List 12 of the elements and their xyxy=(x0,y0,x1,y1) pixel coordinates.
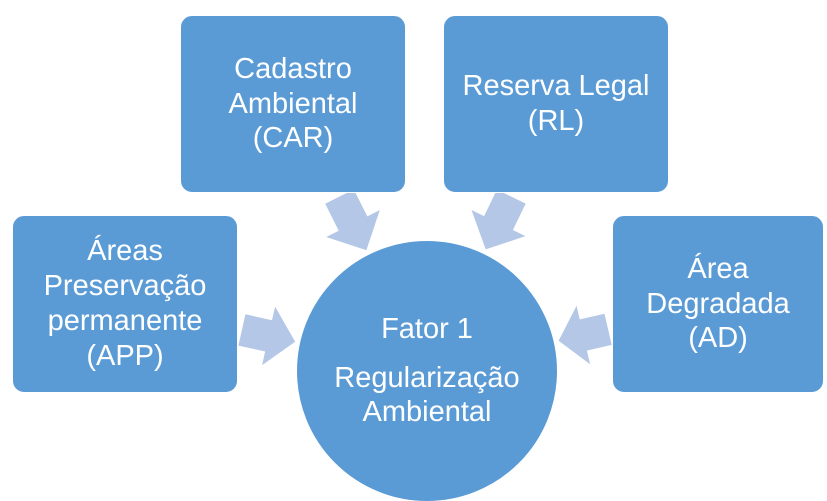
topic-box xyxy=(443,15,669,193)
topic-box xyxy=(180,15,406,193)
topic-box xyxy=(12,215,238,393)
node-label: Regularização Ambiental xyxy=(333,360,521,430)
node-label: Áreas Preservação permanente (APP) xyxy=(42,234,208,374)
node-label: Área Degradada (AD) xyxy=(645,252,791,356)
node-label: Reserva Legal (RL) xyxy=(462,69,650,139)
circle-title: Fator 1 xyxy=(380,312,474,347)
block-arrow xyxy=(558,306,612,364)
topic-box xyxy=(612,215,824,393)
block-arrow xyxy=(238,306,296,366)
node-label: Cadastro Ambiental (CAR) xyxy=(228,52,358,156)
